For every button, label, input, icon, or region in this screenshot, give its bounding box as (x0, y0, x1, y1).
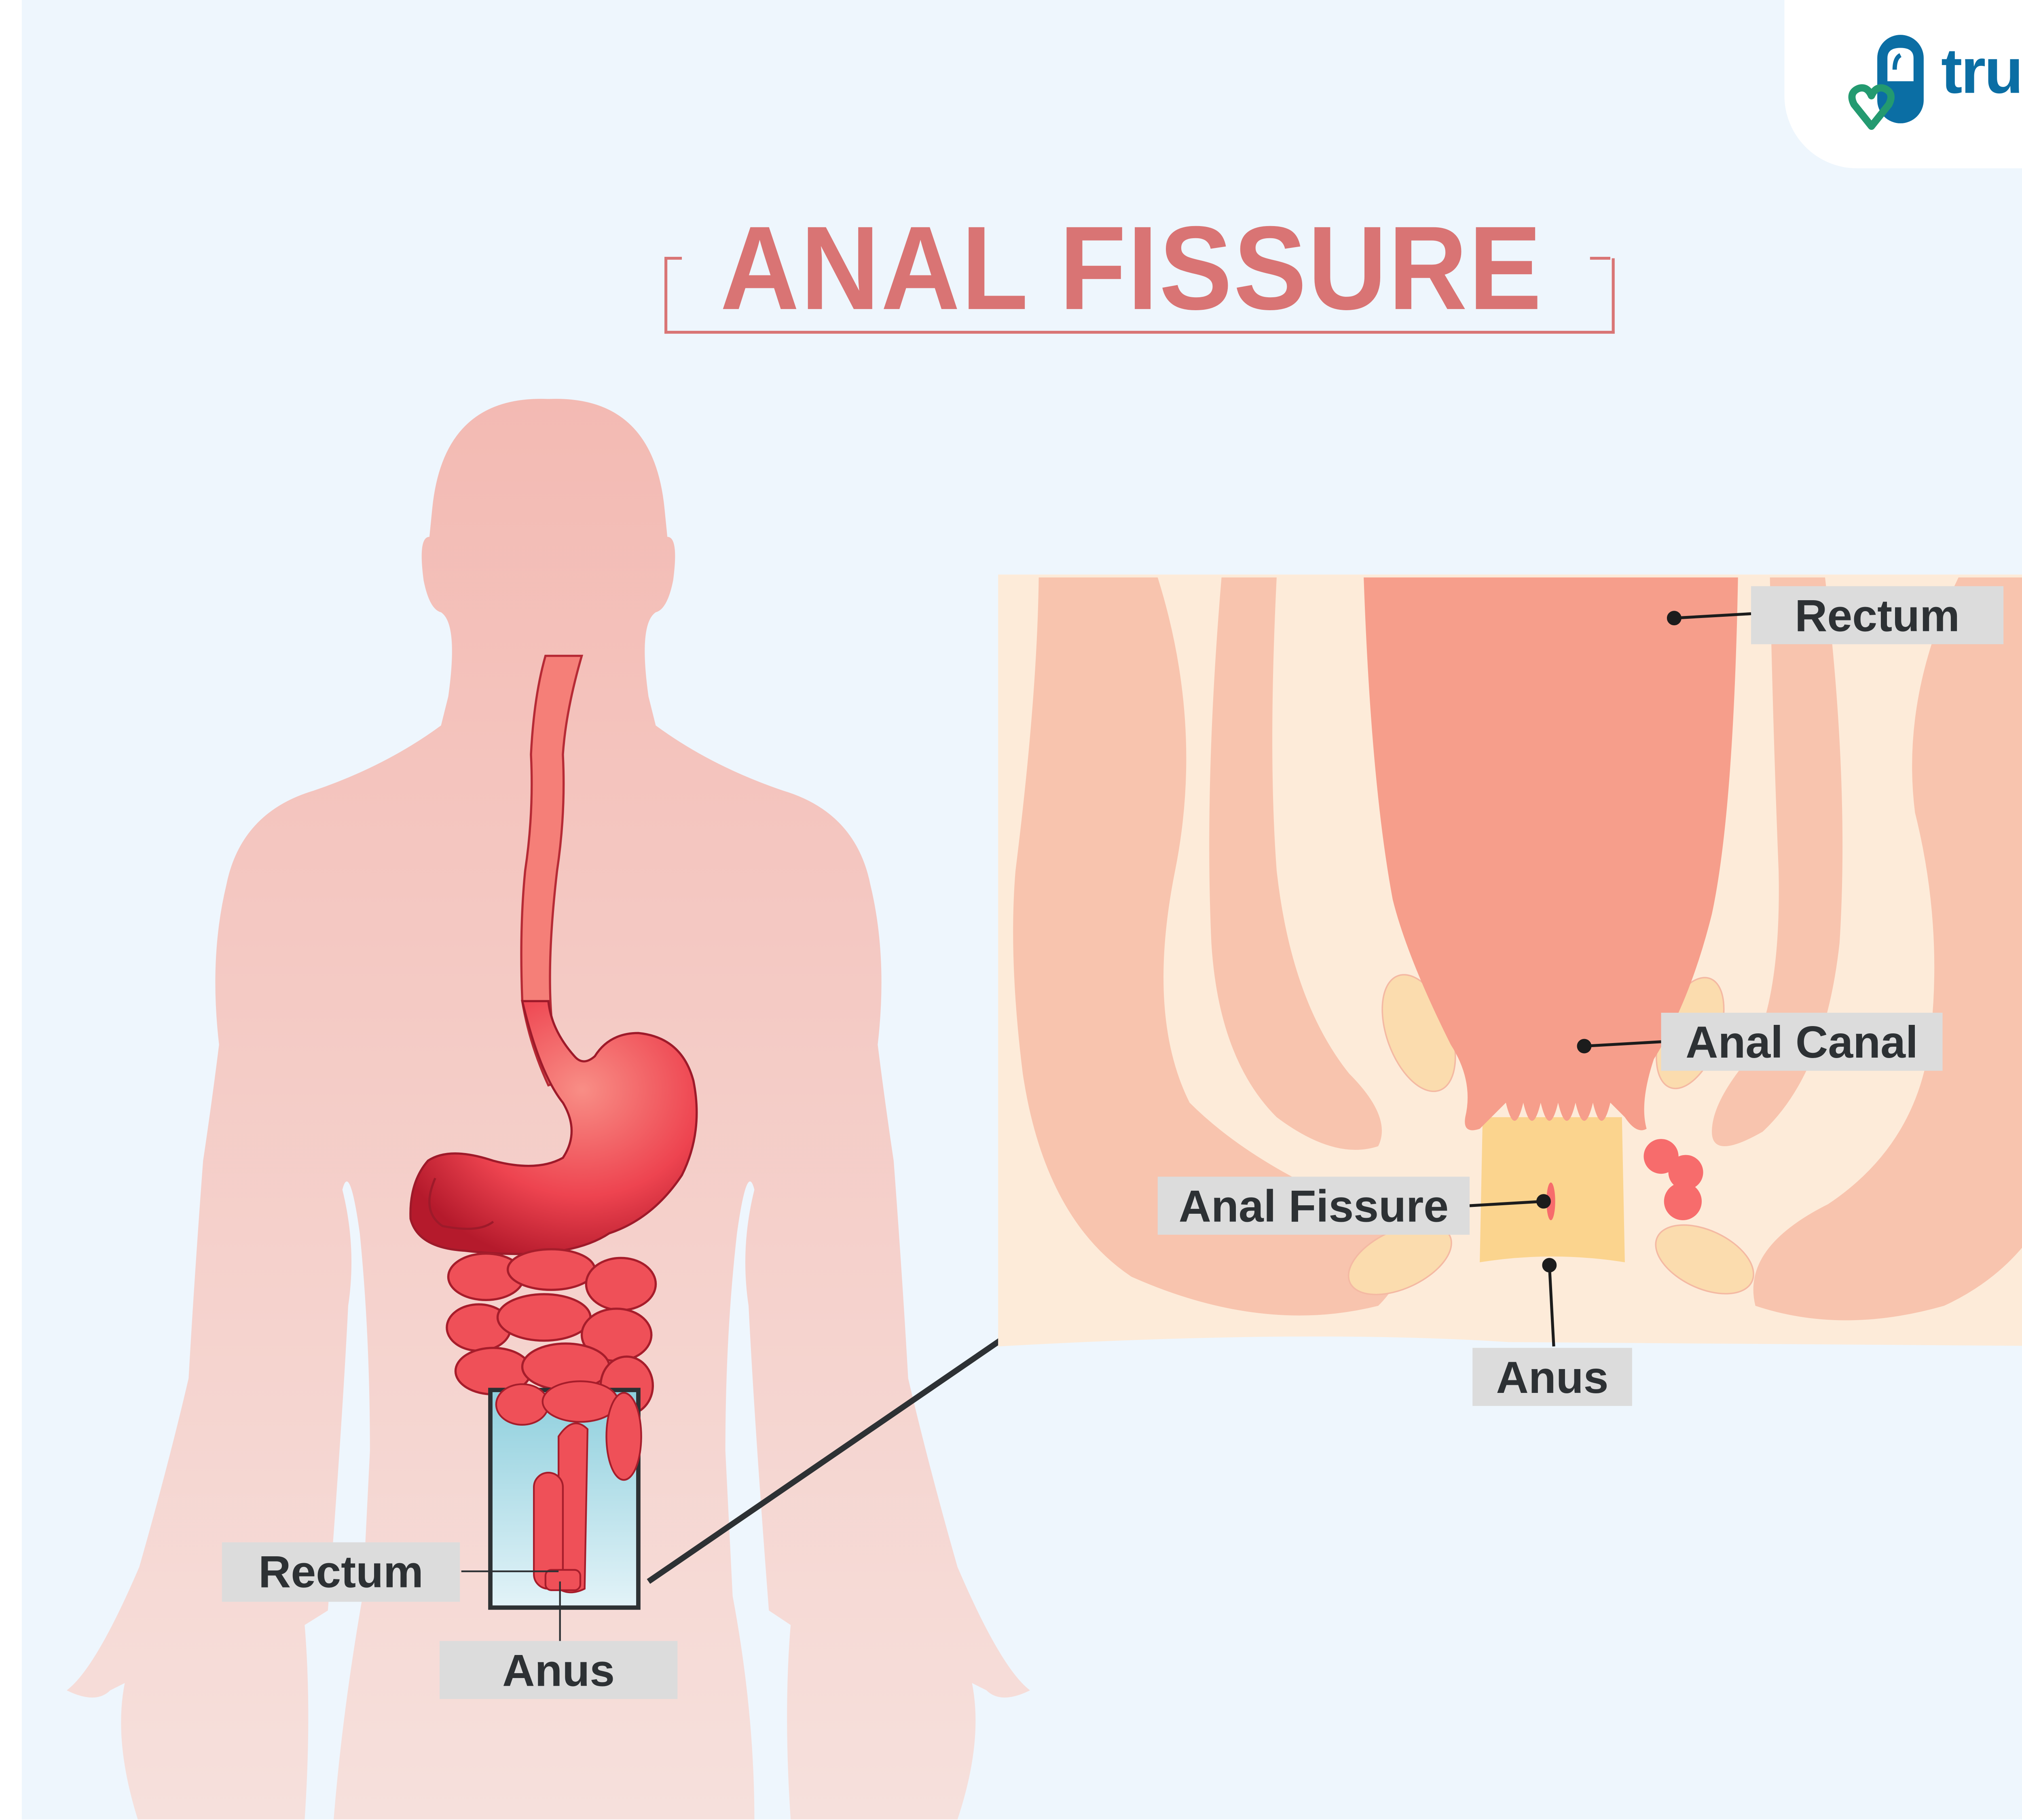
right-outer-muscle (1753, 577, 2022, 1321)
left-outer-muscle (1013, 577, 1402, 1316)
detail-label-anal-canal: Anal Canal (1661, 1013, 1943, 1071)
right-inner-muscle (1712, 577, 1843, 1147)
hemorrhoid (1643, 1139, 1703, 1221)
brand-name-true: true (1941, 36, 2022, 108)
left-inner-muscle (1209, 577, 1382, 1150)
detail-label-rectum: Rectum (1751, 586, 2004, 644)
fissure-mark (1546, 1182, 1555, 1221)
human-silhouette (67, 399, 1030, 1820)
page-title: ANAL FISSURE (720, 203, 1543, 335)
intestines (446, 1248, 657, 1416)
body-label-anus: Anus (439, 1641, 678, 1699)
detail-label-anal-fissure: Anal Fissure (1157, 1177, 1470, 1235)
brand-logo: truemeds (1941, 32, 2022, 113)
title-frame-gap (679, 246, 1593, 267)
body-label-rectum: Rectum (222, 1542, 460, 1602)
left-margin (0, 0, 22, 1820)
colon (495, 1380, 642, 1594)
detail-label-anus: Anus (1472, 1348, 1632, 1406)
title-frame (664, 258, 1615, 334)
rectum (1364, 577, 1738, 1130)
